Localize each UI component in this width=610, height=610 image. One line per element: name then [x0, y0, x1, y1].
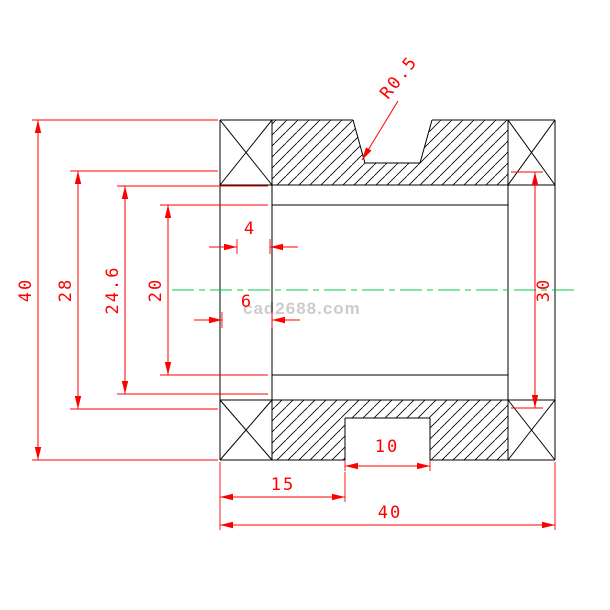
dim-label-slot-offset: 15 [271, 475, 295, 495]
dimension-inner-span: 24.6 [103, 185, 268, 395]
dim-label-right-span: 30 [534, 278, 554, 302]
dimension-flange-width: 6 [194, 292, 300, 328]
dim-label-outer-span: 28 [56, 278, 76, 302]
corner-cross-marks [219, 119, 556, 461]
hatch-bottom-flange [272, 400, 508, 460]
dim-label-flange-width: 6 [241, 292, 253, 312]
dimension-fillet-radius: R0.5 [361, 52, 422, 161]
dimension-step-width: 4 [209, 219, 298, 254]
dim-label-slot-width: 10 [375, 437, 399, 457]
watermark-text: cad2688.com [243, 299, 361, 318]
hatch-top-flange [272, 120, 508, 185]
dim-label-fillet-radius: R0.5 [376, 52, 422, 103]
dim-label-step-width: 4 [244, 219, 256, 239]
dimension-slot-offset: 15 [219, 462, 346, 502]
dimension-slot-width: 10 [344, 437, 431, 471]
dim-label-overall-width: 40 [378, 503, 402, 523]
dim-label-overall-height: 40 [16, 278, 36, 302]
dim-label-inner-span: 24.6 [103, 266, 123, 315]
dimension-right-span: 30 [511, 171, 554, 409]
dimension-outer-span: 28 [56, 170, 218, 410]
section-hatching [272, 120, 508, 460]
bottom-slot [344, 417, 431, 460]
dimension-overall-height: 40 [16, 119, 218, 461]
dim-label-bore-diameter: 20 [146, 278, 166, 302]
dimension-overall-width: 40 [219, 462, 556, 530]
top-slot [352, 119, 433, 164]
dimension-bore-diameter: 20 [146, 204, 268, 376]
